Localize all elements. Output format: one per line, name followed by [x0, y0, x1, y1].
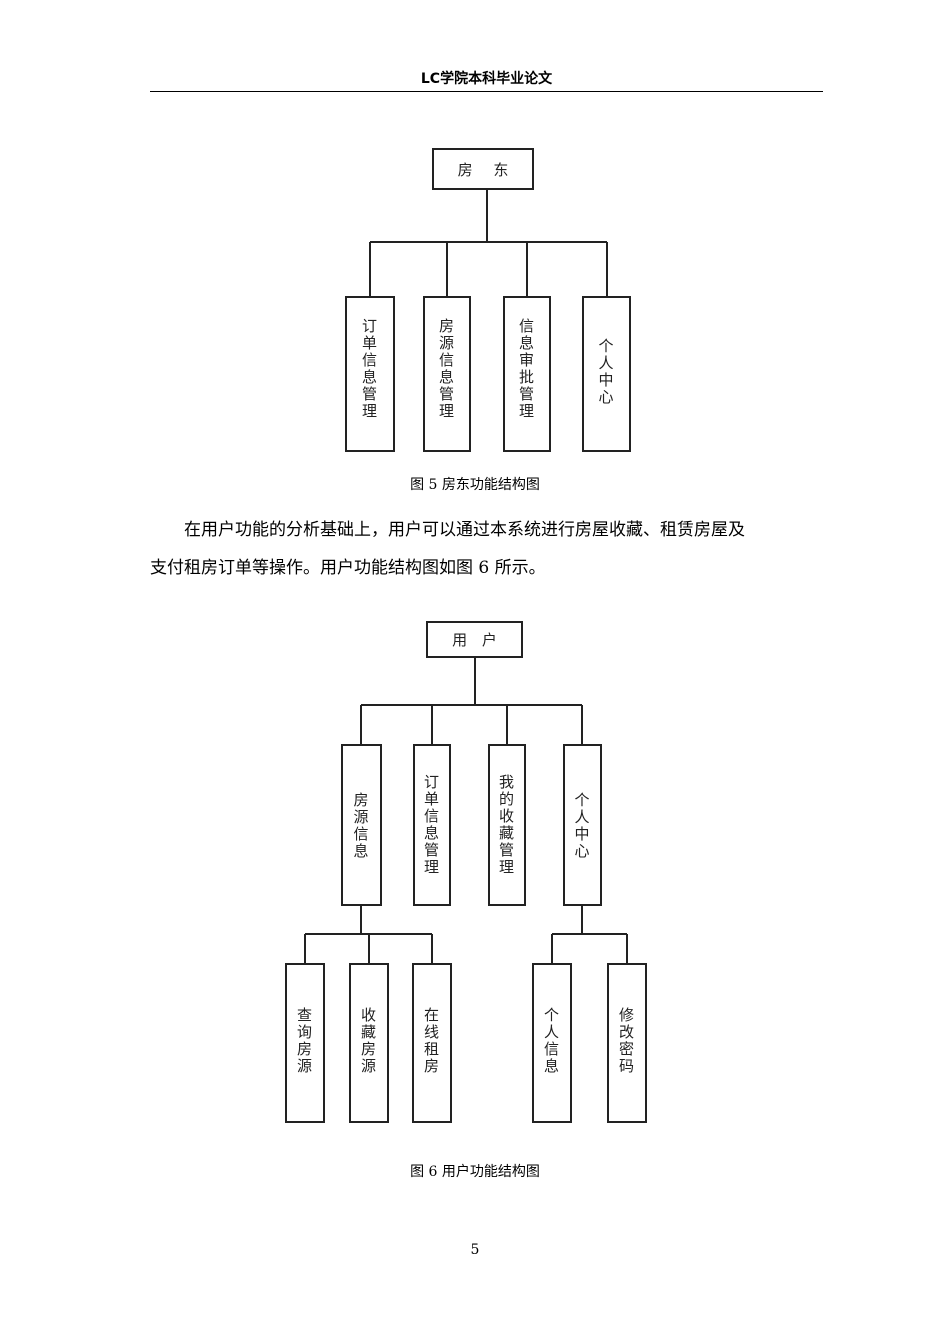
fig6-node-label: 订单信息管理 — [422, 774, 440, 876]
fig6-node-house-info: 房源信息 — [341, 744, 382, 906]
fig5-node-order-info: 订单信息管理 — [345, 296, 395, 452]
fig6-node-label: 房源信息 — [351, 792, 370, 860]
fig5-caption: 图 5 房东功能结构图 — [410, 477, 540, 493]
fig6-sub-label: 查询房源 — [295, 1007, 313, 1075]
fig6-node-order-info: 订单信息管理 — [413, 744, 451, 906]
fig5-node-label: 信息审批管理 — [517, 318, 535, 420]
fig6-node-label: 个人中心 — [572, 792, 591, 860]
page-number: 5 — [470, 1242, 480, 1258]
fig5-node-label: 个人中心 — [596, 338, 615, 406]
fig6-sub-search-house: 查询房源 — [285, 963, 325, 1123]
fig6-sub-label: 收藏房源 — [359, 1007, 377, 1075]
fig6-root-node: 用 户 — [426, 621, 523, 658]
fig6-node-personal-center: 个人中心 — [563, 744, 602, 906]
fig5-node-label: 订单信息管理 — [360, 318, 378, 420]
fig6-sub-label: 在线租房 — [422, 1007, 440, 1075]
fig5-node-house-info: 房源信息管理 — [423, 296, 471, 452]
fig6-sub-online-rent: 在线租房 — [412, 963, 452, 1123]
fig6-root-label: 用 户 — [452, 631, 497, 649]
fig6-caption: 图 6 用户功能结构图 — [410, 1164, 540, 1180]
fig5-node-personal-center: 个人中心 — [582, 296, 631, 452]
fig6-sub-label: 修改密码 — [617, 1007, 635, 1075]
fig5-root-node: 房 东 — [432, 148, 534, 190]
fig5-root-label: 房 东 — [457, 160, 509, 179]
body-paragraph: 在用户功能的分析基础上，用户可以通过本系统进行房屋收藏、租赁房屋及 支付租房订单… — [150, 511, 830, 587]
fig6-node-favorites: 我的收藏管理 — [488, 744, 526, 906]
fig6-sub-change-password: 修改密码 — [607, 963, 647, 1123]
header-rule — [150, 91, 823, 92]
fig6-node-label: 我的收藏管理 — [497, 774, 515, 876]
fig6-sub-label: 个人信息 — [542, 1007, 560, 1075]
fig6-sub-personal-info: 个人信息 — [532, 963, 572, 1123]
page-header-title: LC学院本科毕业论文 — [420, 71, 553, 87]
paragraph-line: 在用户功能的分析基础上，用户可以通过本系统进行房屋收藏、租赁房屋及 — [184, 520, 745, 540]
fig5-node-label: 房源信息管理 — [437, 318, 455, 420]
fig5-node-info-approval: 信息审批管理 — [503, 296, 551, 452]
fig6-sub-favorite-house: 收藏房源 — [349, 963, 389, 1123]
paragraph-line: 支付租房订单等操作。用户功能结构图如图 6 所示。 — [150, 558, 546, 578]
